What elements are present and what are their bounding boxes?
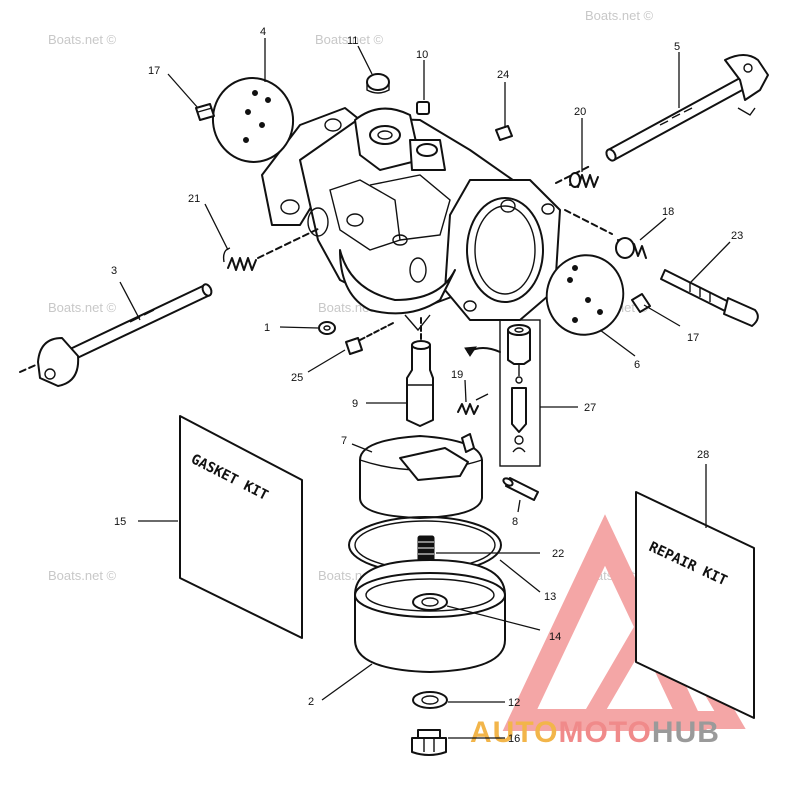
shaft-5 bbox=[555, 54, 769, 184]
direction-arrow bbox=[464, 346, 501, 357]
callout-15: 15 bbox=[114, 516, 126, 528]
callout-18: 18 bbox=[662, 206, 674, 218]
plate-6 bbox=[545, 254, 625, 336]
logo-part-auto: AUTO bbox=[470, 716, 558, 749]
callout-17-right: 17 bbox=[687, 332, 699, 344]
screw-17-left bbox=[195, 103, 215, 121]
callout-6: 6 bbox=[634, 359, 640, 371]
watermark: Boats.net © bbox=[48, 32, 117, 47]
clip-19 bbox=[457, 393, 489, 415]
callouts: 4 11 10 24 5 17 20 21 18 23 3 1 17 6 25 … bbox=[111, 26, 743, 745]
needle-23 bbox=[660, 269, 759, 327]
callout-20: 20 bbox=[574, 106, 586, 118]
spring-21 bbox=[222, 247, 257, 271]
callout-24: 24 bbox=[497, 69, 509, 81]
pin-8 bbox=[502, 477, 539, 501]
leader-lines bbox=[119, 38, 731, 739]
watermark: Boats.net © bbox=[315, 32, 384, 47]
callout-8: 8 bbox=[512, 516, 518, 528]
float-7 bbox=[359, 433, 483, 519]
callout-11: 11 bbox=[347, 35, 358, 47]
callout-13: 13 bbox=[544, 591, 556, 603]
plug-11 bbox=[366, 73, 390, 94]
bolt-16 bbox=[411, 729, 447, 756]
callout-23: 23 bbox=[731, 230, 743, 242]
shaft-3 bbox=[19, 227, 321, 387]
washer-1 bbox=[318, 321, 336, 335]
washer-12 bbox=[412, 691, 448, 709]
callout-25: 25 bbox=[291, 372, 303, 384]
plate-4 bbox=[211, 77, 295, 163]
callout-12: 12 bbox=[508, 697, 520, 709]
jet-9 bbox=[406, 317, 434, 427]
bowl-2 bbox=[354, 559, 506, 673]
kit-box-27 bbox=[499, 319, 541, 467]
callout-2: 2 bbox=[308, 696, 314, 708]
logo-part-hub: HUB bbox=[652, 716, 720, 749]
callout-19: 19 bbox=[451, 369, 463, 381]
watermark: Boats.net © bbox=[48, 300, 117, 315]
gasket-kit-card: GASKET KIT bbox=[179, 415, 303, 639]
watermark: Boats.net © bbox=[48, 568, 117, 583]
callout-14: 14 bbox=[549, 631, 561, 643]
screw-17-right bbox=[631, 293, 651, 313]
nut-10 bbox=[416, 101, 430, 115]
callout-4: 4 bbox=[260, 26, 266, 38]
callout-7: 7 bbox=[341, 435, 347, 447]
carburetor-body bbox=[261, 107, 561, 332]
callout-9: 9 bbox=[352, 398, 358, 410]
callout-27: 27 bbox=[584, 402, 596, 414]
callout-16: 16 bbox=[508, 733, 520, 745]
callout-10: 10 bbox=[416, 49, 428, 61]
watermark: Boats.net © bbox=[585, 8, 654, 23]
callout-5: 5 bbox=[674, 41, 680, 53]
callout-22: 22 bbox=[552, 548, 564, 560]
repair-kit-card: REPAIR KIT bbox=[635, 491, 755, 719]
logo-part-moto: MOTO bbox=[558, 716, 651, 749]
svg-text:AUTOMOTOHUB: AUTOMOTOHUB bbox=[470, 716, 720, 749]
spring-20 bbox=[569, 172, 599, 188]
screw-25 bbox=[345, 321, 396, 355]
callout-28: 28 bbox=[697, 449, 709, 461]
callout-17-left: 17 bbox=[148, 65, 160, 77]
spring-18 bbox=[564, 209, 647, 259]
callout-1: 1 bbox=[264, 322, 270, 334]
callout-21: 21 bbox=[188, 193, 200, 205]
plug-24 bbox=[495, 125, 513, 141]
callout-3: 3 bbox=[111, 265, 117, 277]
automotohub-logo: AUTOMOTOHUB bbox=[470, 716, 720, 749]
